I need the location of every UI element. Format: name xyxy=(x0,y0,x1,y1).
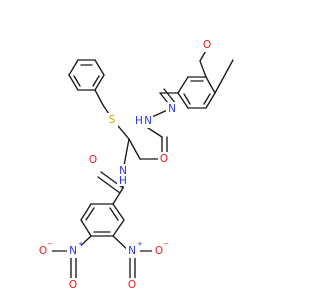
atom-nitro-left-nitrogen: N xyxy=(69,245,77,257)
atom-amide-oxygen: O xyxy=(89,154,97,166)
bond xyxy=(205,92,216,109)
bond xyxy=(68,74,79,91)
atom-nitro-right-oxygen-single: O xyxy=(155,245,163,257)
bond xyxy=(80,219,92,237)
bond-inner xyxy=(109,207,119,221)
atom-imine-nitrogen: N xyxy=(168,103,176,115)
atom-amide-nitrogen: N xyxy=(119,165,127,177)
bond xyxy=(205,76,216,94)
atom-hydrazone-nitrogen-h: N xyxy=(144,115,152,127)
bond-inner xyxy=(203,93,211,105)
atom-layer: O S N H N O N H O N + O − O N + xyxy=(36,38,213,292)
bond xyxy=(177,76,189,94)
bond xyxy=(97,176,121,194)
bond-inner xyxy=(73,75,81,87)
bond xyxy=(94,74,105,91)
bond xyxy=(112,203,125,221)
bond-inner xyxy=(183,93,191,105)
bond xyxy=(94,59,105,76)
atom-amide-hydrogen: H xyxy=(119,175,127,187)
nitro-right-minus-charge: − xyxy=(163,240,169,248)
bond xyxy=(163,88,177,105)
bond xyxy=(68,59,79,76)
atom-methoxy-oxygen: O xyxy=(203,39,211,51)
bond xyxy=(112,219,125,237)
atom-nitro-left-oxygen-double: O xyxy=(69,279,77,291)
atom-sulfur: S xyxy=(109,114,116,126)
molecule-canvas: O S N H N O N H O N + O − O N + xyxy=(36,38,234,292)
bond xyxy=(80,203,92,221)
bond xyxy=(112,187,124,205)
structure-diagram: O S N H N O N H O N + O − O N + xyxy=(36,38,234,292)
bond xyxy=(199,60,207,78)
bond xyxy=(147,127,163,138)
atom-hydrazone-hydrogen: H xyxy=(135,115,143,127)
atom-nitro-right-oxygen-double: O xyxy=(128,279,136,291)
atom-nitro-left-oxygen-single: O xyxy=(39,245,47,257)
bond xyxy=(128,138,141,160)
bond xyxy=(214,59,234,94)
bond-inner xyxy=(85,207,95,221)
atom-nitro-right-nitrogen: N xyxy=(128,245,136,257)
atom-hydrazide-oxygen: O xyxy=(160,153,168,165)
bond xyxy=(94,89,104,106)
bond xyxy=(177,92,189,109)
bond-inner xyxy=(92,75,100,87)
nitro-left-minus-charge: − xyxy=(47,240,53,248)
nitro-right-plus-charge: + xyxy=(137,240,143,248)
nitro-left-plus-charge: + xyxy=(78,240,84,248)
